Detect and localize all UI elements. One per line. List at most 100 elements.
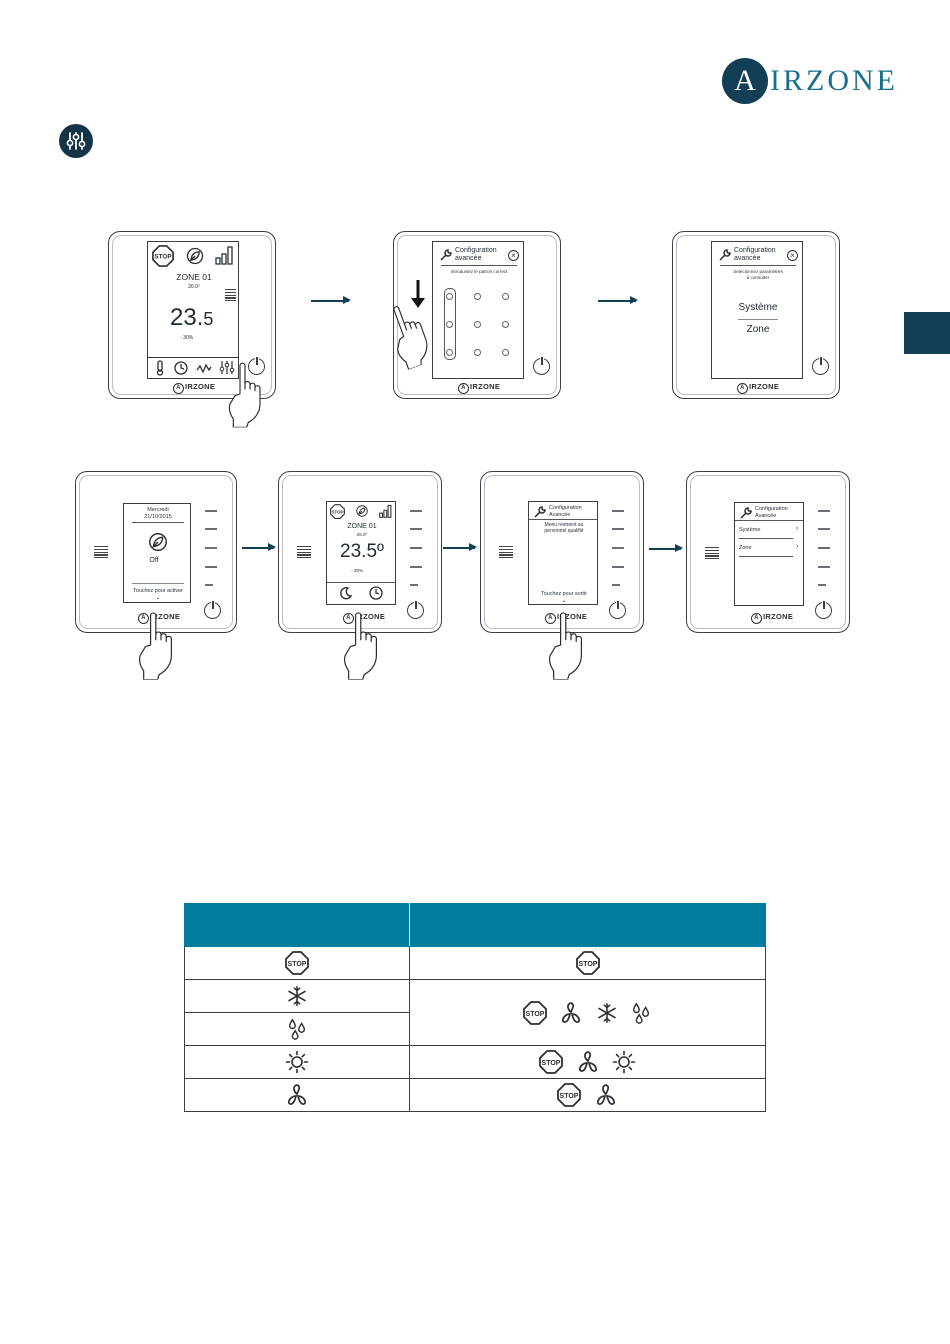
sun-icon: [285, 1050, 309, 1074]
title-line-2: Avancée: [755, 512, 777, 519]
chevron-right-icon: ›: [796, 525, 799, 532]
pattern-dot[interactable]: [502, 349, 509, 356]
humidity-drop-icon: ◦: [180, 335, 182, 341]
pointing-hand-icon: [225, 360, 275, 428]
device-brand: IRZONE: [737, 382, 779, 394]
state-label: Off: [149, 557, 159, 564]
option-zone[interactable]: Zone: [746, 324, 770, 335]
chapter-tab: [904, 312, 950, 354]
exit-hint[interactable]: Touchez pour sortir: [541, 591, 587, 597]
wrench-icon: [719, 249, 731, 261]
signal-bars-icon: [215, 246, 233, 265]
power-button[interactable]: [204, 600, 221, 619]
chevron-right-icon: ›: [796, 543, 799, 550]
menu-lines-icon: [94, 546, 108, 560]
pattern-dot[interactable]: [502, 293, 509, 300]
drops-icon: [630, 1002, 652, 1024]
option-zone[interactable]: Zone: [739, 545, 752, 551]
table-cell: [409, 1078, 766, 1112]
stop-icon: [330, 504, 345, 519]
power-button[interactable]: [609, 600, 626, 619]
wrench-icon: [740, 507, 752, 519]
pointing-hand-icon: [545, 610, 597, 680]
pattern-dot[interactable]: [446, 293, 453, 300]
table-cell: [184, 1012, 410, 1046]
header-cell: [184, 903, 410, 947]
device-brand: IRZONE: [458, 382, 500, 394]
table-row: [184, 1045, 766, 1079]
arrow-right-icon: [649, 544, 683, 552]
settings-sliders-icon: [59, 124, 93, 158]
instruction-line-2: à consulter: [746, 275, 770, 280]
thermostat-display: ZONE 01 26.0º 23.5 ◦ 30%: [147, 241, 239, 379]
table-header: [184, 903, 766, 947]
instruction-line-1: Selecionnez paramètres: [733, 269, 783, 274]
logo-wordmark: IRZONE: [770, 64, 898, 97]
menu-lines-icon: [705, 547, 719, 561]
fan-icon: [559, 1001, 583, 1025]
snowflake-icon: [596, 1002, 618, 1024]
table-cell: [184, 979, 410, 1013]
close-icon[interactable]: ×: [508, 250, 519, 261]
temp-integer: 23.: [170, 304, 204, 331]
snowflake-icon: [286, 985, 308, 1007]
pattern-dot[interactable]: [502, 321, 509, 328]
signal-bars-icon: [379, 504, 392, 518]
menu-lines-icon: [499, 546, 513, 560]
thermostat-display: Configuration avancée × Introduisez le p…: [432, 241, 524, 379]
eco-leaf-icon: [355, 504, 369, 518]
thermostat-pattern-screen: Configuration avancée × Introduisez le p…: [393, 231, 561, 399]
device-brand: IRZONE: [751, 612, 793, 624]
temperature-icon[interactable]: [154, 360, 168, 376]
humidity-reading: ◦ 30%: [351, 568, 364, 573]
eco-leaf-icon: [185, 246, 205, 266]
fan-icon: [576, 1050, 600, 1074]
menu-lines-icon: [297, 546, 311, 560]
thermostat-display: Mercredi 21/10/2015 Off Touchez pour act…: [123, 503, 191, 603]
wrench-icon: [534, 506, 546, 518]
table-cell: [409, 946, 766, 980]
wrench-icon: [440, 249, 452, 261]
zone-name: ZONE 01: [176, 272, 212, 282]
option-system[interactable]: Système: [738, 302, 778, 313]
night-mode-icon[interactable]: [339, 586, 353, 600]
pattern-dot[interactable]: [446, 321, 453, 328]
thermostat-display: Configuration Avancée Système › Zone ›: [734, 502, 804, 606]
power-button[interactable]: [812, 356, 829, 375]
table-cell: [184, 1078, 410, 1112]
stop-icon: [523, 1001, 547, 1025]
power-button[interactable]: [407, 600, 424, 619]
airflow-icon[interactable]: [196, 362, 212, 374]
option-system[interactable]: Système: [739, 527, 761, 533]
stop-icon: [152, 245, 174, 267]
mode-table: [184, 903, 766, 1112]
date-label: 21/10/2015: [144, 514, 172, 520]
title-line-1: Configuration: [455, 247, 497, 254]
thermostat-display: Configuration Avancée Menu restreint au …: [528, 501, 598, 605]
pattern-dot[interactable]: [474, 293, 481, 300]
title-line-2: Avancée: [549, 511, 571, 518]
thermostat-display: Configuration avancée × Selecionnez para…: [711, 241, 803, 379]
close-icon[interactable]: ×: [787, 250, 798, 261]
clock-icon[interactable]: [174, 361, 188, 375]
power-button[interactable]: [533, 356, 550, 375]
table-row: [184, 979, 766, 1046]
airzone-logo: A IRZONE: [722, 56, 895, 106]
pointing-hand-icon: [340, 610, 392, 680]
message-line-2: personnel qualifié: [544, 528, 584, 534]
lite-thermostat-restricted: Configuration Avancée Menu restreint au …: [480, 471, 644, 633]
activate-hint[interactable]: Touchez pour activer: [133, 588, 183, 594]
stop-icon: [539, 1050, 563, 1074]
table-cell: [184, 1045, 410, 1079]
restriction-message: Menu restreint au personnel qualifié: [529, 522, 599, 534]
power-button[interactable]: [815, 600, 832, 619]
screen-title: Configuration Avancée: [755, 506, 788, 519]
pattern-dot[interactable]: [474, 349, 481, 356]
day-label: Mercredi: [147, 507, 169, 513]
stop-icon: [557, 1083, 581, 1107]
clock-icon[interactable]: [369, 586, 383, 600]
logo-letter: A: [734, 64, 756, 97]
logo-emblem: A: [722, 58, 768, 104]
pattern-dot[interactable]: [474, 321, 481, 328]
thermostat-config-screen: Configuration avancée × Selecionnez para…: [672, 231, 840, 399]
